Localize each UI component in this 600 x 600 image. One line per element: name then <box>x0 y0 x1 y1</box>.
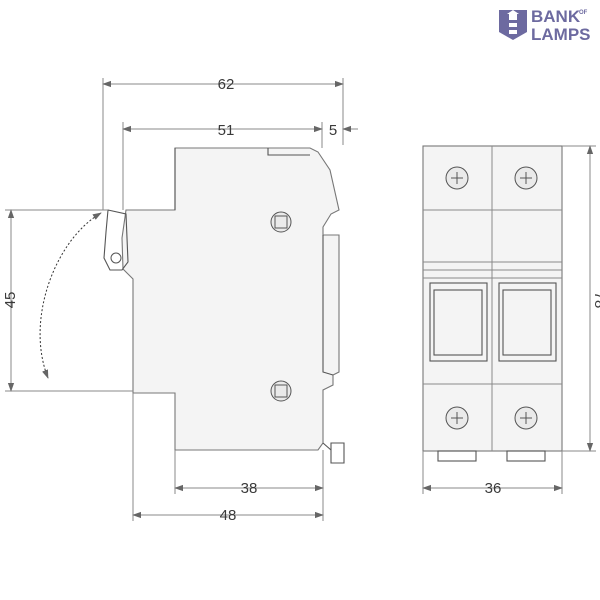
lighthouse-icon <box>499 10 527 40</box>
dimension-lines <box>5 78 596 521</box>
side-view <box>39 147 345 464</box>
dim-rail-offset: 5 <box>329 122 337 139</box>
side-body-outline <box>121 147 340 451</box>
front-screw-bottom-left <box>445 406 469 430</box>
dim-clip-travel: 45 <box>2 292 19 309</box>
front-screw-bottom-right <box>514 406 538 430</box>
terminal-screw-top <box>270 211 292 233</box>
din-clip <box>103 209 129 271</box>
dimension-labels: 62 51 5 45 38 48 36 78 <box>2 76 600 524</box>
logo-lamps-text: LAMPS <box>531 25 591 44</box>
bank-of-lamps-logo: BANK OF LAMPS <box>499 7 591 44</box>
dim-front-height: 78 <box>591 292 600 309</box>
logo-of-text: OF <box>579 10 588 16</box>
terminal-screw-bottom <box>270 380 292 402</box>
dim-body-width: 51 <box>218 122 235 139</box>
front-screw-top-right <box>514 166 538 190</box>
logo-bank-text: BANK <box>531 7 581 26</box>
dim-overall-width: 62 <box>218 76 235 93</box>
dim-front-width: 36 <box>485 480 502 497</box>
dim-base-outer: 48 <box>220 507 237 524</box>
clip-swing-arc <box>39 212 102 379</box>
front-view <box>422 145 563 462</box>
front-screw-top-left <box>445 166 469 190</box>
dim-base-inner: 38 <box>241 480 258 497</box>
